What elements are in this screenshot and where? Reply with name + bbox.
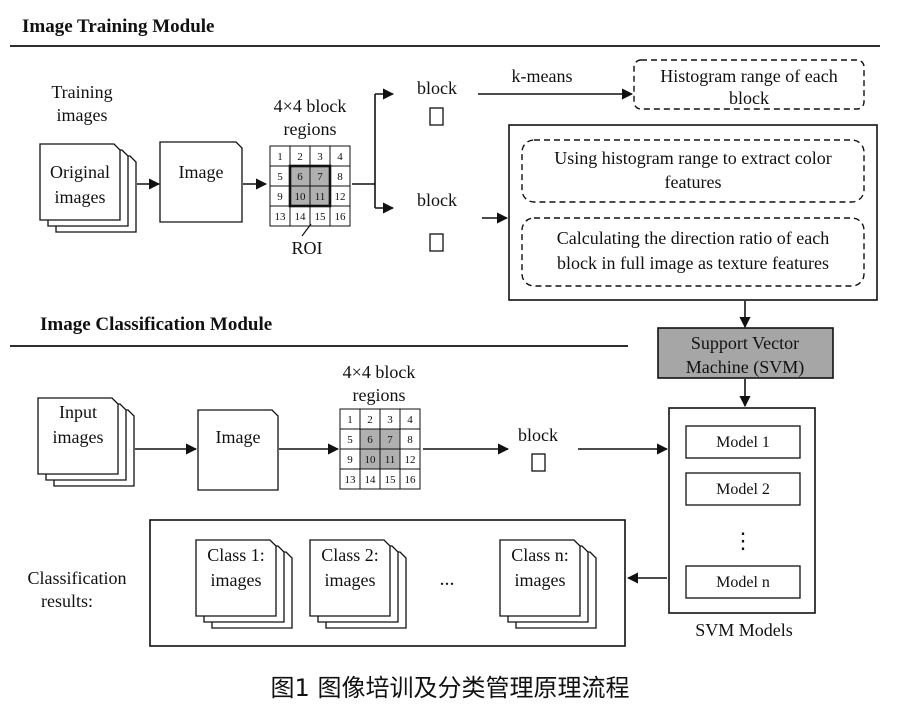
classification-block-label: block — [518, 425, 558, 445]
texture-features-text-1: Calculating the direction ratio of each — [557, 228, 829, 248]
class-n-stack — [499, 539, 597, 629]
class-n-label-2: images — [515, 570, 566, 590]
model-2-label: Model 2 — [716, 481, 770, 498]
training-grid-cell-16 — [329, 205, 351, 227]
class-2-stack — [309, 539, 407, 629]
training-grid-cell-number-16: 16 — [335, 211, 347, 223]
class-1-stack — [195, 539, 293, 629]
training-grid-cell-number-11: 11 — [315, 191, 326, 203]
texture-features-text-2: block in full image as texture features — [557, 253, 829, 273]
classification-grid-cell-number-13: 13 — [345, 474, 357, 486]
classification-grid-label-2: regions — [353, 385, 406, 405]
classification-grid-cell-number-8: 8 — [407, 434, 413, 446]
classification-grid-cell-16 — [399, 468, 421, 490]
input-images-label-1: Input — [59, 402, 97, 422]
upper-block-square — [429, 107, 444, 126]
training-grid-cell-number-9: 9 — [277, 191, 283, 203]
classification-block-square — [531, 453, 546, 472]
lower-block-square — [429, 233, 444, 252]
classification-image-label: Image — [216, 427, 261, 447]
training-grid-cell-number-5: 5 — [277, 171, 283, 183]
figure-caption: 图1 图像培训及分类管理原理流程 — [271, 674, 630, 702]
input-images-stack — [37, 397, 135, 487]
class-1-label-1: Class 1: — [207, 545, 265, 565]
classification-grid-cell-number-2: 2 — [367, 414, 373, 426]
color-features-box — [521, 139, 865, 203]
training-grid-cell-number-2: 2 — [297, 151, 303, 163]
training-images-label-1: Training — [51, 82, 112, 102]
color-features-text-1: Using histogram range to extract color — [554, 148, 831, 168]
training-grid-label-2: regions — [284, 119, 337, 139]
classification-results-label-1: Classification — [28, 568, 127, 588]
classification-grid-cell-number-7: 7 — [387, 434, 393, 446]
training-grid-cell-number-12: 12 — [335, 191, 346, 203]
model-n-box — [685, 565, 801, 599]
classification-grid-cell-number-1: 1 — [347, 414, 353, 426]
class-1-label-2: images — [211, 570, 262, 590]
classification-grid-cell-number-3: 3 — [387, 414, 393, 426]
training-image-label: Image — [179, 162, 224, 182]
classification-image-box — [197, 409, 279, 491]
original-images-label-1: Original — [50, 162, 110, 182]
classes-ellipsis: ... — [440, 568, 455, 590]
classification-results-label-2: results: — [41, 591, 93, 611]
color-features-text-2: features — [665, 172, 722, 192]
classification-module-title: Image Classification Module — [40, 314, 272, 335]
original-images-stack — [39, 143, 137, 233]
roi-pointer — [301, 223, 312, 237]
classification-grid-cell-number-9: 9 — [347, 454, 353, 466]
training-grid-cell-number-13: 13 — [275, 211, 287, 223]
histogram-range-text-1: Histogram range of each — [660, 66, 837, 86]
input-images-label-2: images — [53, 427, 104, 447]
classification-grid-cell-number-4: 4 — [407, 414, 413, 426]
class-2-label-2: images — [325, 570, 376, 590]
classification-grid-cell-number-14: 14 — [365, 474, 377, 486]
models-ellipsis: ⋮ — [732, 528, 754, 553]
training-grid-cell-number-1: 1 — [277, 151, 283, 163]
histogram-range-box — [633, 59, 865, 110]
training-image-box — [159, 141, 243, 223]
kmeans-label: k-means — [512, 66, 573, 86]
class-2-label-1: Class 2: — [321, 545, 379, 565]
classification-grid-cell-number-6: 6 — [367, 434, 373, 446]
classification-grid-cell-number-16: 16 — [405, 474, 417, 486]
training-grid-cell-number-4: 4 — [337, 151, 343, 163]
svm-label-1: Support Vector — [691, 333, 799, 353]
training-grid-cell-number-7: 7 — [317, 171, 323, 183]
roi-label: ROI — [292, 238, 323, 258]
training-grid-label-1: 4×4 block — [274, 96, 347, 116]
classification-grid-cell-number-12: 12 — [405, 454, 416, 466]
training-grid-cell-number-15: 15 — [315, 211, 327, 223]
classification-grid-cell-number-10: 10 — [365, 454, 377, 466]
svm-label-2: Machine (SVM) — [686, 357, 804, 378]
model-2-box — [685, 472, 801, 506]
training-grid-cell-number-14: 14 — [295, 211, 307, 223]
svm-models-caption: SVM Models — [695, 620, 793, 640]
original-images-label-2: images — [55, 187, 106, 207]
training-images-label-2: images — [57, 105, 108, 125]
model-1-box — [685, 425, 801, 459]
training-module-title: Image Training Module — [22, 16, 214, 37]
histogram-range-text-2: block — [729, 88, 769, 108]
classification-grid-label-1: 4×4 block — [343, 362, 416, 382]
training-grid-cell-number-3: 3 — [317, 151, 323, 163]
training-grid-cell-number-6: 6 — [297, 171, 303, 183]
classification-grid-cell-number-15: 15 — [385, 474, 397, 486]
classification-grid-cell-number-5: 5 — [347, 434, 353, 446]
classification-grid-cell-number-11: 11 — [385, 454, 396, 466]
model-1-label: Model 1 — [716, 434, 770, 451]
upper-block-label: block — [417, 78, 457, 98]
roi-outline — [288, 164, 332, 208]
class-n-label-1: Class n: — [511, 545, 569, 565]
training-grid-cell-number-8: 8 — [337, 171, 343, 183]
texture-features-box — [521, 217, 865, 287]
training-grid-cell-number-10: 10 — [295, 191, 307, 203]
lower-block-label: block — [417, 190, 457, 210]
model-n-label: Model n — [716, 574, 770, 591]
svm-box — [657, 327, 834, 379]
